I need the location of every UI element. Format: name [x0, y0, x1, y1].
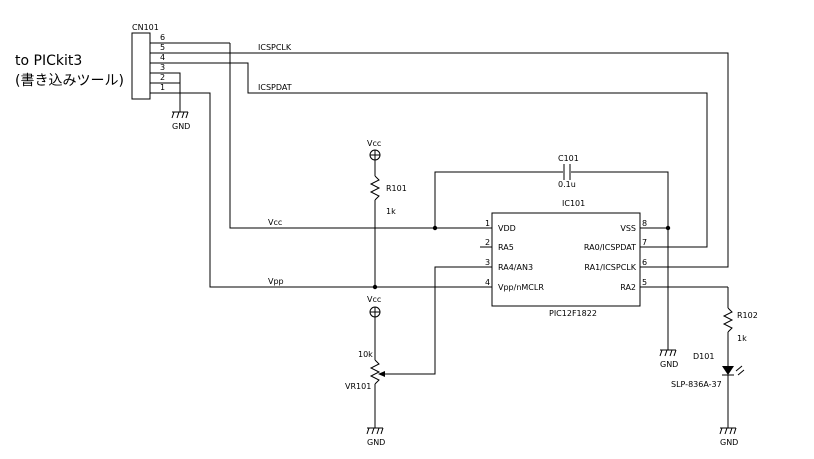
vcc-symbol-r101: Vcc [367, 139, 381, 161]
net-label-vpp: Vpp [268, 277, 284, 286]
vcc-label-r101: Vcc [367, 139, 381, 148]
connector-body [131, 32, 151, 100]
ic-pin6-name: RA1/ICSPCLK [584, 263, 636, 272]
vr101-ref: VR101 [345, 382, 371, 391]
vr101-wiper-arrow [378, 371, 385, 377]
connector-ref: CN101 [132, 23, 159, 32]
ic-pin2-num: 2 [485, 238, 490, 247]
r101-value: 1k [386, 207, 396, 216]
d101-ref: D101 [693, 352, 714, 361]
r102-ref: R102 [737, 311, 758, 320]
connector-pin-5: 5 [160, 43, 165, 52]
c101-value: 0.1u [558, 180, 576, 189]
connector-cn101: CN101 6 5 4 3 2 1 [131, 23, 170, 100]
led-triangle [722, 366, 734, 375]
d101-value: SLP-836A-37 [671, 380, 722, 389]
vr101-resistor [369, 359, 381, 385]
ic-part: PIC12F1822 [549, 309, 597, 318]
connector-pin-6: 6 [160, 33, 165, 42]
vr101-value: 10k [358, 350, 373, 359]
led-ray-2 [737, 369, 745, 376]
ic-pin3-name: RA4/AN3 [498, 263, 533, 272]
net-label-vcc: Vcc [268, 218, 282, 227]
led-ray-1 [735, 365, 743, 372]
connector-pin-2: 2 [160, 73, 165, 82]
wire-icspdat [150, 62, 708, 248]
title-line-1: to PICkit3 [15, 53, 82, 69]
title-line-2: (書き込みツール) [15, 73, 124, 89]
connector-pin-3: 3 [160, 63, 165, 72]
gnd-label-led: GND [720, 438, 738, 447]
ground-symbol-cn [171, 111, 189, 119]
c101-ref: C101 [558, 154, 579, 163]
gnd-label-cn: GND [172, 122, 190, 131]
led-d101 [722, 365, 745, 376]
wire-icspclk [150, 52, 729, 268]
wire-vr101-ra4 [385, 266, 480, 375]
vcc-label-vr101: Vcc [367, 295, 381, 304]
connector-pin-1: 1 [160, 83, 165, 92]
ic-pin5-name: RA2 [620, 283, 636, 292]
ic-pin1-num: 1 [485, 219, 490, 228]
ic-pin4-name: Vpp/nMCLR [498, 283, 544, 292]
ground-symbol-vr101 [366, 427, 384, 435]
wire-vpp [150, 92, 480, 288]
ground-symbol-vss [659, 349, 677, 357]
net-label-icspclk: ICSPCLK [258, 43, 292, 52]
wire-pin3-gnd [150, 72, 181, 112]
ic-pin3-num: 3 [485, 258, 490, 267]
ic-pin4-num: 4 [485, 278, 490, 287]
ic-pin1-name: VDD [498, 224, 516, 233]
ic-pin8-name: VSS [620, 224, 636, 233]
connector-pin-4: 4 [160, 53, 165, 62]
ic-pin7-name: RA0/ICSPDAT [584, 243, 636, 252]
vcc-symbol-vr101: Vcc [367, 295, 381, 318]
ic-body [491, 212, 641, 307]
ic-pin5-num: 5 [642, 278, 647, 287]
ic-pin2-name: RA5 [498, 243, 514, 252]
ground-symbol-led [719, 427, 737, 435]
net-label-icspdat: ICSPDAT [258, 83, 292, 92]
junction-r101-vpp [372, 284, 378, 290]
r101-ref: R101 [386, 184, 407, 193]
ic-pin8-num: 8 [642, 219, 647, 228]
ic-pin6-num: 6 [642, 258, 647, 267]
wire-c101-left [434, 171, 563, 228]
ic101: IC101 PIC12F1822 1 VDD 2 RA5 3 RA4/AN3 4… [480, 199, 728, 318]
gnd-label-vss: GND [660, 360, 678, 369]
ic-ref: IC101 [562, 199, 585, 208]
wire-c101-right [571, 171, 669, 228]
ic-pin7-num: 7 [642, 238, 647, 247]
wire-vcc [229, 43, 480, 229]
gnd-label-vr101: GND [367, 438, 385, 447]
r102-value: 1k [737, 334, 747, 343]
r101-resistor [369, 175, 381, 201]
r102-resistor [722, 307, 734, 333]
